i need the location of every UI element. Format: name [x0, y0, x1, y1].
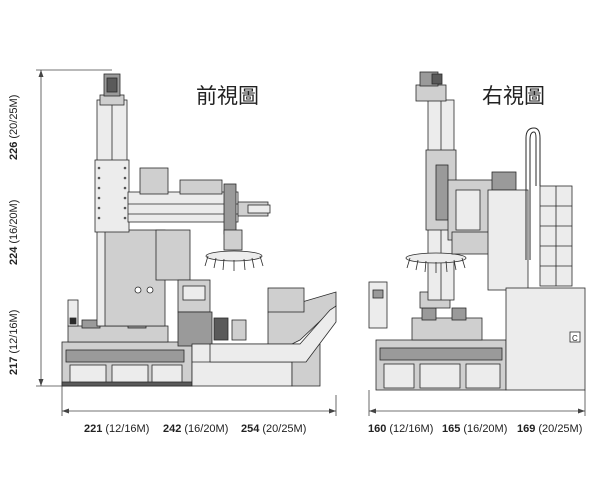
side-width-dim-12-16m: 160(12/16M) — [368, 423, 433, 435]
height-dim-16-20m: 224(16/20M) — [8, 200, 20, 265]
height-dim-20-25m: 226(20/25M) — [8, 95, 20, 160]
height-dimension-line — [36, 69, 112, 387]
front-width-dimension-line — [61, 386, 337, 416]
cabinet-panel-label: C — [572, 334, 578, 343]
side-width-dimension-line — [368, 390, 586, 416]
front-width-dim-20-25m: 254(20/25M) — [241, 423, 306, 435]
front-width-dim-16-20m: 242(16/20M) — [163, 423, 228, 435]
side-width-dim-20-25m: 169(20/25M) — [517, 423, 582, 435]
right-view-title: 右視圖 — [482, 84, 545, 108]
right-view-machine: C — [368, 71, 586, 391]
side-width-dim-16-20m: 165(16/20M) — [442, 423, 507, 435]
front-width-dim-12-16m: 221(12/16M) — [84, 423, 149, 435]
height-dim-12-16m: 217(12/16M) — [8, 310, 20, 375]
front-view-machine — [61, 73, 337, 387]
front-view-title: 前視圖 — [196, 84, 259, 108]
